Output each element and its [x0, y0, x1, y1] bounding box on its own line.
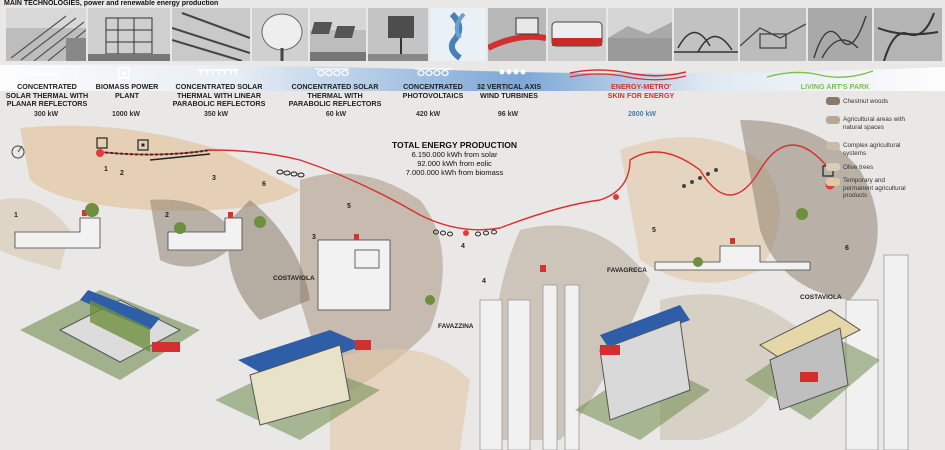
- legend-swatch-complex: [826, 142, 840, 150]
- header-title: MAIN TECHNOLOGIES, power and renewable e…: [4, 0, 219, 7]
- photo-landscape-3: [740, 8, 806, 61]
- section-number-1: 1: [14, 212, 18, 219]
- photo-strip: [6, 8, 942, 61]
- living-art-park-icon: [766, 70, 874, 78]
- territory-map: [0, 120, 909, 450]
- total-energy-title: TOTAL ENERGY PRODUCTION: [392, 140, 517, 150]
- tech-label-energy-metro: ENERGY-METRO'SKIN FOR ENERGY: [607, 82, 675, 100]
- legend-swatch-temporary: [826, 178, 840, 186]
- route-number-4: 4: [461, 243, 465, 250]
- parabolic-dish-icon: [315, 68, 349, 77]
- planar-reflector-icon: [29, 69, 61, 76]
- place-favazzina: FAVAZZINA: [438, 323, 474, 330]
- photo-biomass-plant: [88, 8, 170, 61]
- power-biomass: 1000 kW: [111, 111, 141, 118]
- total-energy-solar: 6.150.000 kWh from solar: [411, 150, 498, 159]
- wind-turbine-icon: [499, 69, 526, 75]
- photo-linear-parabolic: [172, 8, 250, 61]
- photo-landscape-2: [674, 8, 738, 61]
- photo-landscape-1: [608, 8, 672, 61]
- route-number-2: 2: [120, 170, 124, 177]
- legend-swatch-olive: [826, 163, 840, 171]
- photo-energy-metro-2: [548, 8, 606, 61]
- route-number-3: 3: [212, 175, 216, 182]
- route-number-1: 1: [104, 166, 108, 173]
- linear-parabolic-icon: [198, 69, 238, 75]
- photo-parabolic-dish: [252, 8, 308, 61]
- section-number-5: 5: [652, 227, 656, 234]
- legend-chestnut: Chestnut woods: [843, 98, 889, 105]
- legend-olive: Olive trees: [843, 164, 874, 171]
- photo-wind-turbine: [430, 8, 486, 61]
- total-energy-box: TOTAL ENERGY PRODUCTION 6.150.000 kWh fr…: [392, 140, 517, 177]
- module-right: [745, 309, 880, 420]
- module-center-right: [575, 305, 710, 440]
- route-number-5: 5: [347, 203, 351, 210]
- legend-swatch-agri-natural: [826, 116, 840, 124]
- place-costaviola-2: COSTAVIOLA: [800, 294, 842, 301]
- photo-photovoltaics-2: [368, 8, 428, 61]
- energy-metro-icon: [569, 69, 687, 81]
- photovoltaics-icon: [415, 68, 453, 77]
- power-wind: 96 kW: [497, 111, 519, 118]
- total-energy-eolic: 92.000 kWh from eolic: [417, 159, 492, 168]
- photo-photovoltaics: [310, 8, 366, 61]
- power-linear-parabolic: 350 kW: [203, 111, 229, 118]
- section-number-6: 6: [845, 245, 849, 252]
- legend-swatch-chestnut: [826, 97, 840, 105]
- section-number-3: 3: [312, 234, 316, 241]
- module-center-left: [215, 330, 380, 440]
- place-costaviola-1: COSTAVIOLA: [273, 275, 315, 282]
- power-energy-metro: 2800 kW: [627, 111, 657, 118]
- tech-label-living-art: LIVING ART'S PARK: [800, 82, 870, 91]
- biomass-plant-icon: [118, 67, 130, 79]
- power-parabolic: 60 kW: [325, 111, 347, 118]
- section-number-4: 4: [482, 278, 486, 285]
- section-number-2: 2: [165, 212, 169, 219]
- photo-landscape-5: [874, 8, 942, 61]
- power-solar-planar: 300 kW: [33, 111, 59, 118]
- module-left: [20, 290, 200, 380]
- total-energy-biomass: 7.000.000 kWh from biomass: [405, 168, 504, 177]
- photo-energy-metro-1: [488, 8, 546, 61]
- route-number-6: 6: [262, 181, 266, 188]
- photo-landscape-4: [808, 8, 872, 61]
- photo-solar-planar: [6, 8, 86, 61]
- power-photovoltaics: 420 kW: [415, 111, 441, 118]
- place-favagreca: FAVAGRECA: [607, 267, 647, 274]
